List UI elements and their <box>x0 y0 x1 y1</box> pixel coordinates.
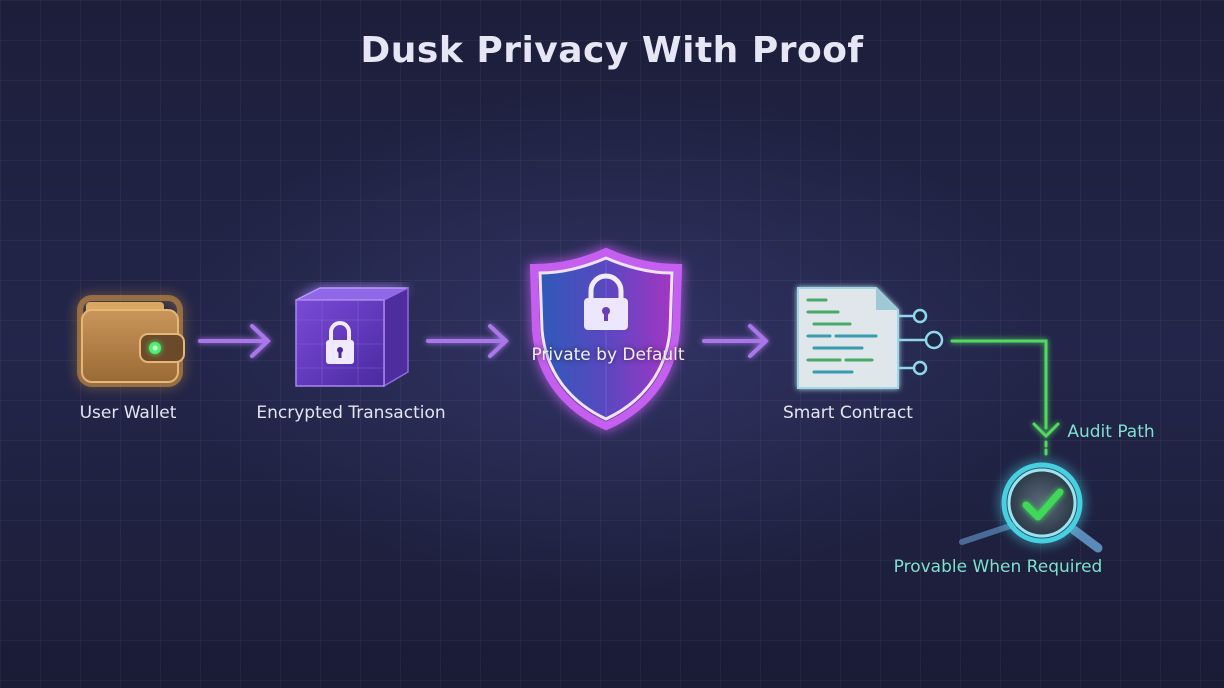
wallet-icon <box>77 295 185 387</box>
arrow-wallet-to-encrypted <box>198 324 271 358</box>
provable-when-required-label: Provable When Required <box>893 557 1103 577</box>
wallet-label: User Wallet <box>79 403 177 423</box>
audit-path-label: Audit Path <box>1067 422 1155 442</box>
magnifier-check-icon <box>959 462 1103 553</box>
arrow-encrypted-to-shield <box>426 324 509 358</box>
document-circuit-icon <box>797 287 944 389</box>
shield-lock-icon <box>529 247 683 431</box>
arrow-shield-to-contract <box>702 324 769 358</box>
private-by-default-label: Private by Default <box>531 345 685 365</box>
audit-path-line <box>950 339 1060 460</box>
encrypted-transaction-label: Encrypted Transaction <box>256 403 446 423</box>
page-title: Dusk Privacy With Proof <box>360 30 864 71</box>
smart-contract-label: Smart Contract <box>783 403 913 423</box>
locked-cube-icon <box>295 286 409 388</box>
